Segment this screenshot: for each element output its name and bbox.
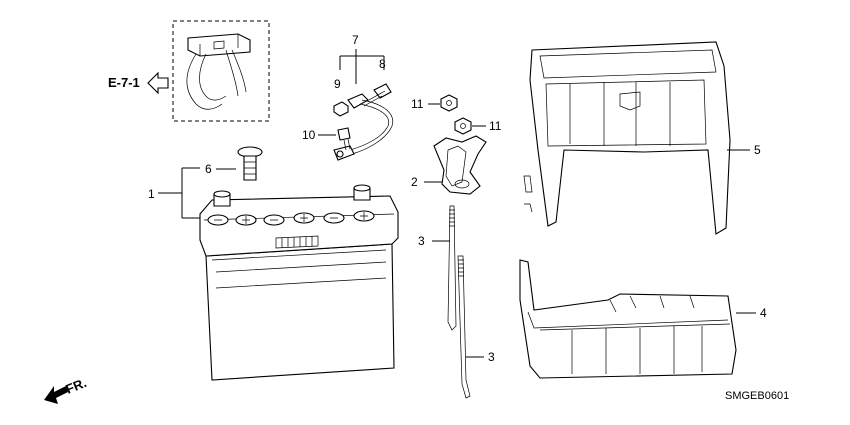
callout-3b: 3: [488, 350, 495, 364]
callout-2: 2: [411, 175, 418, 189]
battery-setting-plate: 2: [411, 135, 487, 195]
callout-3a: 3: [418, 234, 425, 248]
connector-body: [187, 33, 251, 57]
front-label: FR.: [64, 375, 89, 397]
nut-11-b: 11: [454, 117, 502, 135]
battery-box-cover: 5: [523, 41, 761, 235]
callout-11b: 11: [489, 119, 502, 133]
bolt-6: 6: [205, 146, 263, 181]
battery: [199, 184, 399, 381]
callout-7-group: 7 8 9: [334, 33, 386, 91]
callout-7: 7: [352, 33, 359, 47]
setting-rod-lower: 3: [457, 255, 495, 399]
callout-9: 9: [334, 77, 341, 91]
front-direction: FR.: [44, 375, 89, 404]
callout-6: 6: [205, 162, 212, 176]
reference-arrow[interactable]: E-7-1: [108, 71, 169, 95]
battery-tray: 4: [519, 259, 767, 379]
setting-rod-upper: 3: [418, 205, 457, 331]
nut-9: [333, 101, 349, 117]
callout-5: 5: [754, 143, 761, 157]
bolt-10: 10: [302, 127, 351, 151]
callout-1: 1: [148, 187, 155, 201]
ground-cable: [333, 93, 394, 161]
left-arrow-icon: [147, 71, 169, 95]
callout-11a: 11: [411, 97, 424, 111]
nut-11-a: 11: [411, 94, 458, 112]
drawing-code: SMGEB0601: [725, 390, 789, 402]
callout-10: 10: [302, 128, 316, 142]
callout-1-group: 1: [148, 167, 200, 219]
front-arrow-icon: [44, 386, 68, 404]
callout-4: 4: [760, 306, 767, 320]
harness-inset: [172, 20, 270, 122]
reference-label: E-7-1: [108, 75, 140, 90]
bolt-8: [363, 83, 392, 107]
callout-8: 8: [379, 57, 386, 71]
